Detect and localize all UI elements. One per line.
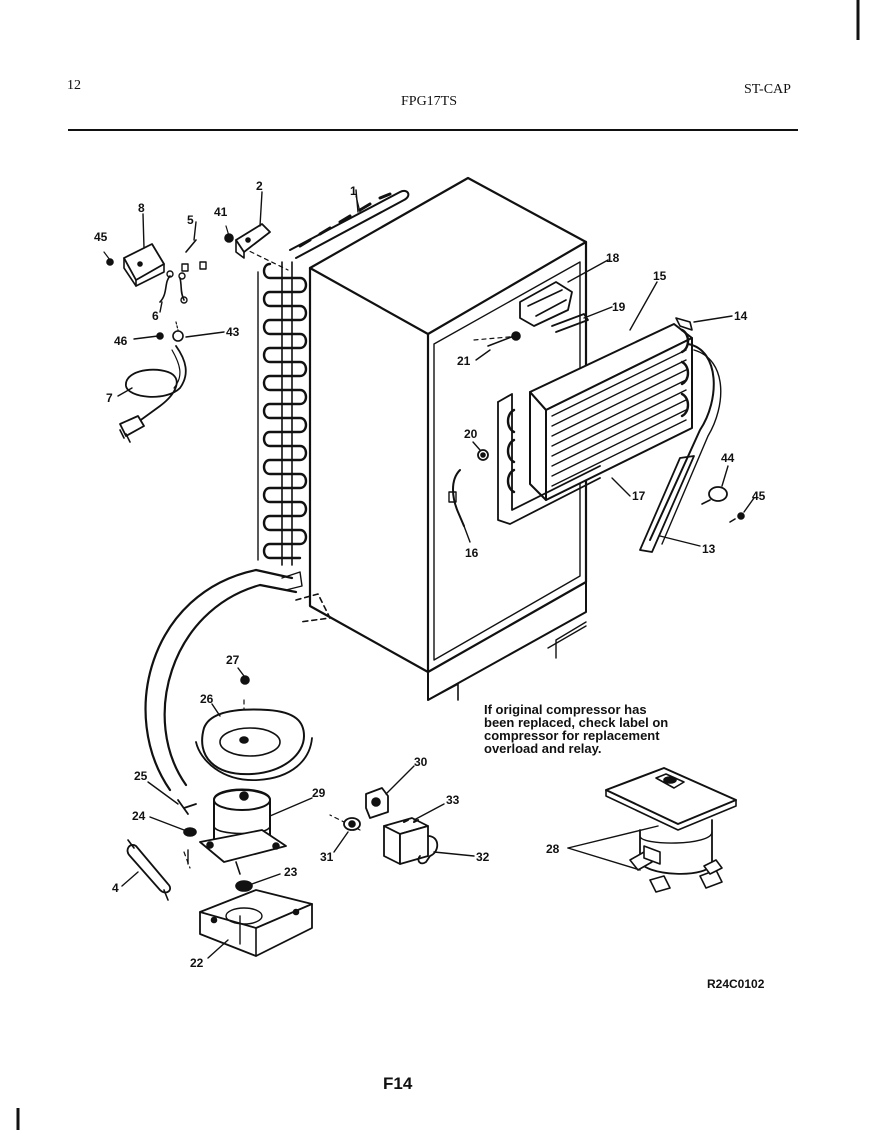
callout-5: 5 bbox=[187, 213, 194, 227]
part-4-drier bbox=[126, 839, 172, 901]
part-22-mount bbox=[199, 889, 313, 957]
note-line: compressor for replacement bbox=[484, 728, 660, 743]
callout-20: 20 bbox=[464, 427, 478, 441]
callout-4: 4 bbox=[112, 881, 119, 895]
header-rule bbox=[68, 129, 798, 131]
callout-2: 2 bbox=[256, 179, 263, 193]
power-cord bbox=[119, 345, 187, 443]
callout-14: 14 bbox=[734, 309, 748, 323]
callout-numbers: 1 2 41 8 5 45 6 46 43 7 18 15 19 14 21 2… bbox=[94, 179, 766, 970]
callout-1: 1 bbox=[350, 184, 357, 198]
callout-32: 32 bbox=[476, 850, 490, 864]
part-16-end bbox=[448, 491, 457, 503]
note-line: If original compressor has bbox=[484, 702, 647, 717]
tube-13-outer bbox=[661, 349, 722, 545]
part-25 bbox=[177, 799, 197, 815]
callout-45-right: 45 bbox=[752, 489, 766, 503]
part-44 bbox=[701, 486, 728, 505]
callout-41: 41 bbox=[214, 205, 228, 219]
callout-22: 22 bbox=[190, 956, 204, 970]
callout-13: 13 bbox=[702, 542, 716, 556]
section-code: ST-CAP bbox=[744, 82, 791, 97]
callout-29: 29 bbox=[312, 786, 326, 800]
callout-18: 18 bbox=[606, 251, 620, 265]
callout-15: 15 bbox=[653, 269, 667, 283]
note-line: been replaced, check label on bbox=[484, 715, 669, 730]
callout-6: 6 bbox=[152, 309, 159, 323]
callout-25: 25 bbox=[134, 769, 148, 783]
figure-label: F14 bbox=[383, 1074, 413, 1093]
cabinet bbox=[308, 176, 588, 701]
replacement-note: If original compressor has been replaced… bbox=[484, 703, 724, 755]
part-45-right bbox=[729, 512, 745, 523]
part-8-bracket bbox=[123, 243, 165, 287]
part-20 bbox=[477, 449, 489, 461]
drawing-code: R24C0102 bbox=[707, 977, 765, 991]
part-45-left bbox=[103, 251, 114, 266]
compressor bbox=[199, 788, 287, 875]
condenser-coil bbox=[257, 190, 410, 566]
part-24 bbox=[183, 827, 197, 865]
page-number: 12 bbox=[67, 78, 81, 93]
drain-tube bbox=[144, 568, 331, 792]
part-6 bbox=[159, 270, 188, 304]
callout-16: 16 bbox=[465, 546, 479, 560]
part-31-overload bbox=[343, 817, 361, 831]
callout-24: 24 bbox=[132, 809, 146, 823]
part-21 bbox=[487, 331, 521, 347]
callout-44: 44 bbox=[721, 451, 735, 465]
part-27 bbox=[240, 675, 250, 685]
callout-8: 8 bbox=[138, 201, 145, 215]
part-41 bbox=[224, 225, 234, 243]
callout-26: 26 bbox=[200, 692, 214, 706]
callout-43: 43 bbox=[226, 325, 240, 339]
callout-27: 27 bbox=[226, 653, 240, 667]
callout-leaders bbox=[117, 189, 755, 959]
drain-pan bbox=[195, 708, 313, 781]
part-2-bracket bbox=[235, 223, 271, 259]
part-43 bbox=[172, 321, 184, 342]
callout-28: 28 bbox=[546, 842, 560, 856]
callout-17: 17 bbox=[632, 489, 646, 503]
tube-13-sleeve bbox=[639, 455, 695, 553]
replacement-compressor bbox=[605, 767, 737, 893]
callout-33: 33 bbox=[446, 793, 460, 807]
part-30-relay bbox=[365, 787, 389, 819]
part-32-clip bbox=[417, 835, 439, 865]
part-33-capacitor bbox=[383, 817, 429, 865]
note-line: overload and relay. bbox=[484, 741, 602, 756]
callout-46: 46 bbox=[114, 334, 128, 348]
part-23 bbox=[235, 880, 253, 892]
model-number: FPG17TS bbox=[401, 94, 458, 109]
part-14 bbox=[675, 317, 693, 331]
tube-13 bbox=[649, 343, 715, 541]
callout-7: 7 bbox=[106, 391, 113, 405]
callout-31: 31 bbox=[320, 850, 334, 864]
callout-21: 21 bbox=[457, 354, 471, 368]
part-5 bbox=[181, 239, 207, 272]
part-18 bbox=[519, 281, 573, 327]
callout-45-left: 45 bbox=[94, 230, 108, 244]
callout-30: 30 bbox=[414, 755, 428, 769]
callout-19: 19 bbox=[612, 300, 626, 314]
callout-23: 23 bbox=[284, 865, 298, 879]
evaporator bbox=[497, 323, 693, 525]
